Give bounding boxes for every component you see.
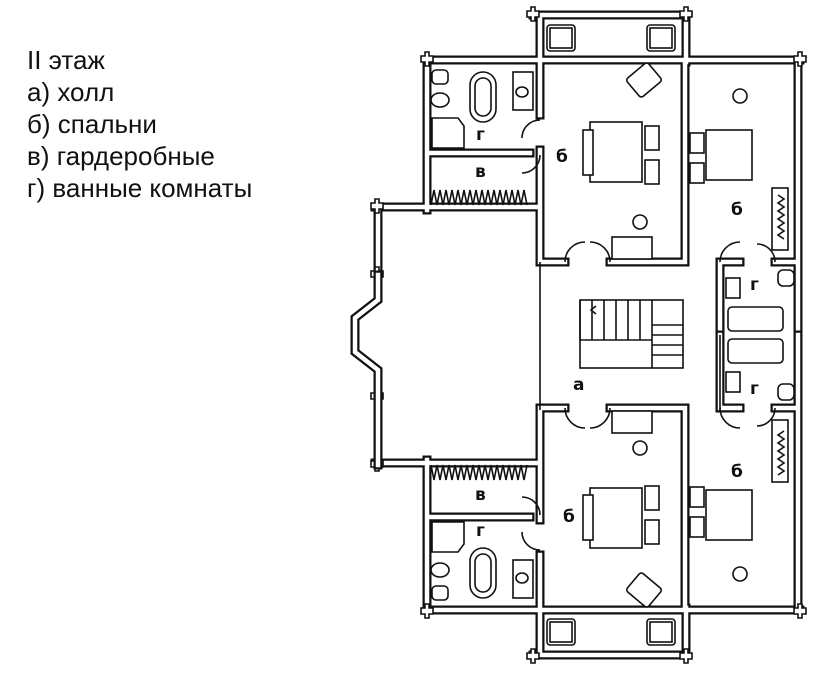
label-bathroom: г xyxy=(750,275,759,295)
room-labels: г в б б г а г в г б б xyxy=(475,125,759,541)
bay-window xyxy=(350,270,383,470)
label-bathroom: г xyxy=(476,125,485,145)
legend-item-hall: а) холл xyxy=(27,77,115,107)
label-bedroom: б xyxy=(731,200,743,220)
label-bathroom: г xyxy=(750,379,759,399)
label-hall: а xyxy=(573,375,584,395)
legend-item-bathrooms: г) ванные комнаты xyxy=(27,173,253,203)
label-bedroom: б xyxy=(556,147,568,167)
hall-wall xyxy=(539,262,721,410)
legend-item-wardrobes: в) гардеробные xyxy=(27,141,215,171)
label-wardrobe: в xyxy=(475,162,486,182)
label-bedroom: б xyxy=(563,507,575,527)
lower-wing xyxy=(371,335,806,663)
label-wardrobe: в xyxy=(475,485,486,505)
upper-wing xyxy=(371,7,806,335)
legend-item-bedrooms: б) спальни xyxy=(27,109,157,139)
label-bedroom: б xyxy=(731,462,743,482)
legend-title: II этаж xyxy=(27,45,105,75)
label-bathroom: г xyxy=(476,521,485,541)
legend: II этаж а) холл б) спальни в) гардеробны… xyxy=(27,44,252,204)
staircase xyxy=(579,299,684,369)
